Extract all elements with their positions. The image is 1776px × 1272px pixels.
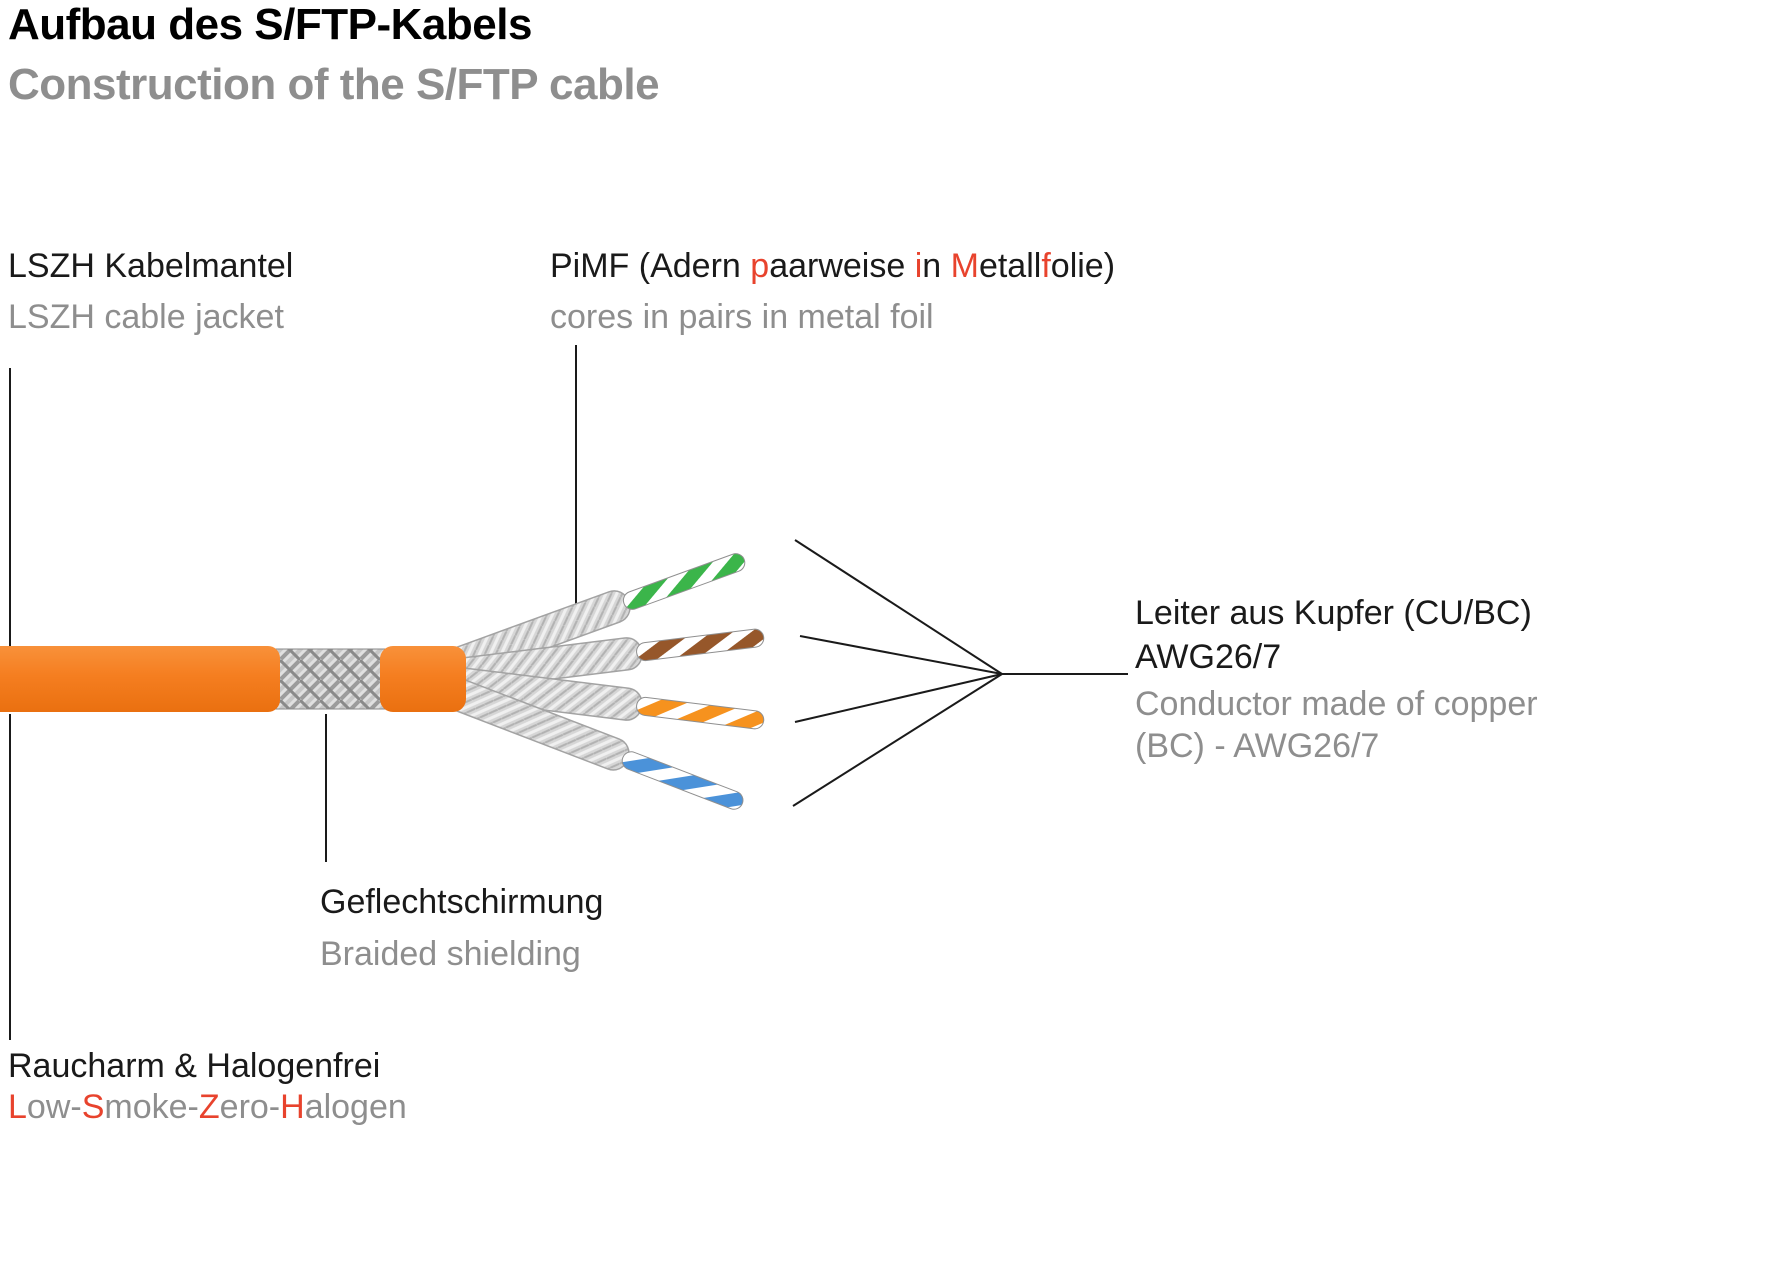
- label-lszh-en: Low-Smoke-Zero-Halogen: [8, 1088, 407, 1126]
- conductor-leader-lines: [792, 539, 1128, 807]
- fan-line-2: [799, 635, 1003, 675]
- page-title: Aufbau des S/FTP-Kabels: [8, 0, 532, 49]
- label-braid-de: Geflechtschirmung: [320, 883, 604, 921]
- twisted-wire-brown: [636, 628, 765, 662]
- label-conductor-en-1: Conductor made of copper: [1135, 685, 1538, 723]
- braided-shield: [267, 648, 387, 710]
- cable-jacket: [0, 646, 280, 712]
- fan-line-1: [794, 539, 1003, 675]
- label-jacket-de: LSZH Kabelmantel: [8, 247, 294, 285]
- label-pimf-en: cores in pairs in metal foil: [550, 298, 934, 336]
- leader-lines: [9, 345, 577, 1040]
- cable-jacket-ring: [380, 646, 466, 712]
- page-subtitle: Construction of the S/FTP cable: [8, 60, 660, 109]
- twisted-wire-green: [622, 553, 746, 610]
- label-conductor-en-2: (BC) - AWG26/7: [1135, 727, 1380, 765]
- wire-pair-orange: [442, 666, 765, 730]
- label-pimf-de: PiMF (Adern paarweise in Metallfolie): [550, 247, 1116, 285]
- label-conductor-de-2: AWG26/7: [1135, 638, 1282, 676]
- twisted-wire-blue: [621, 751, 744, 810]
- label-jacket-en: LSZH cable jacket: [8, 298, 284, 336]
- twisted-wire-orange: [636, 696, 765, 730]
- label-lszh-de: Raucharm & Halogenfrei: [8, 1047, 381, 1085]
- cable-illustration: [0, 553, 765, 810]
- label-braid-en: Braided shielding: [320, 935, 581, 973]
- fan-line-3: [794, 673, 1003, 723]
- fan-line-4: [792, 673, 1003, 807]
- label-conductor-de-1: Leiter aus Kupfer (CU/BC): [1135, 594, 1532, 632]
